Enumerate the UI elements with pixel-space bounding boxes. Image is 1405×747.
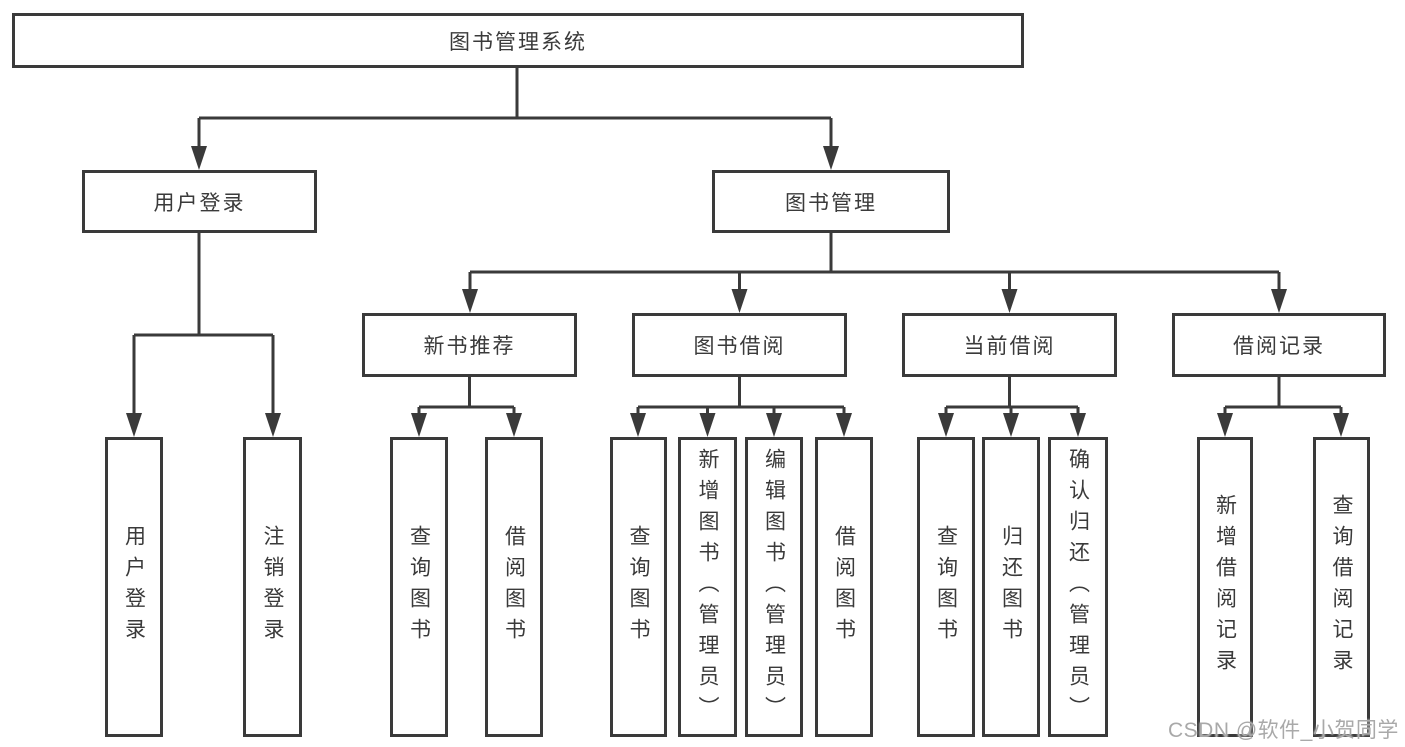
- leaf-borrow-books-borrowing: 借阅图书: [815, 437, 873, 737]
- leaf-confirm-return-admin: 确认归还（管理员）: [1048, 437, 1108, 737]
- leaf-query-borrow-record: 查询借阅记录: [1313, 437, 1370, 737]
- connector-new-book-recommendation: [411, 377, 522, 437]
- leaf-user-login: 用户登录: [105, 437, 163, 737]
- node-root: 图书管理系统: [12, 13, 1024, 68]
- arrowhead-icon: [191, 146, 207, 170]
- leaf-edit-book-admin-label: 编辑图书（管理员）: [762, 447, 786, 727]
- node-book-borrowing: 图书借阅: [632, 313, 847, 377]
- connector-book-borrowing: [630, 377, 852, 437]
- connector-root: [191, 68, 839, 170]
- arrowhead-icon: [1001, 289, 1018, 313]
- leaf-query-borrow-record-label: 查询借阅记录: [1330, 494, 1353, 680]
- leaf-query-books-current-label: 查询图书: [934, 525, 958, 649]
- arrowhead-icon: [506, 413, 522, 437]
- node-book-management: 图书管理: [712, 170, 950, 233]
- leaf-user-login-label: 用户登录: [122, 525, 146, 649]
- csdn-watermark: CSDN @软件_小贺同学: [1168, 719, 1399, 742]
- leaf-query-books-current: 查询图书: [917, 437, 975, 737]
- arrowhead-icon: [1271, 289, 1287, 313]
- leaf-add-borrow-record-label: 新增借阅记录: [1213, 494, 1237, 680]
- node-root-label: 图书管理系统: [449, 30, 587, 54]
- leaf-borrow-books-borrowing-label: 借阅图书: [832, 525, 856, 649]
- leaf-logout: 注销登录: [243, 437, 302, 737]
- leaf-add-borrow-record: 新增借阅记录: [1197, 437, 1253, 737]
- node-user-login: 用户登录: [82, 170, 317, 233]
- arrowhead-icon: [126, 413, 142, 437]
- leaf-confirm-return-admin-label: 确认归还（管理员）: [1066, 447, 1090, 727]
- arrowhead-icon: [630, 413, 646, 437]
- leaf-add-book-admin-label: 新增图书（管理员）: [696, 447, 719, 727]
- node-current-borrowing: 当前借阅: [902, 313, 1117, 377]
- arrowhead-icon: [731, 289, 748, 313]
- leaf-return-books-label: 归还图书: [999, 525, 1023, 649]
- arrowhead-icon: [462, 289, 478, 313]
- leaf-query-books-recommend: 查询图书: [390, 437, 448, 737]
- leaf-borrow-books-recommend-label: 借阅图书: [502, 525, 526, 649]
- arrowhead-icon: [823, 146, 839, 170]
- leaf-borrow-books-recommend: 借阅图书: [485, 437, 543, 737]
- leaf-edit-book-admin: 编辑图书（管理员）: [745, 437, 803, 737]
- leaf-add-book-admin: 新增图书（管理员）: [678, 437, 737, 737]
- node-book-management-label: 图书管理: [785, 191, 877, 215]
- arrowhead-icon: [265, 413, 281, 437]
- arrowhead-icon: [1217, 413, 1233, 437]
- node-book-borrowing-label: 图书借阅: [693, 335, 786, 358]
- leaf-logout-label: 注销登录: [261, 525, 284, 649]
- connector-user-login: [126, 233, 281, 437]
- arrowhead-icon: [836, 413, 852, 437]
- arrowhead-icon: [1070, 413, 1086, 437]
- node-current-borrowing-label: 当前借阅: [963, 335, 1056, 358]
- arrowhead-icon: [938, 413, 954, 437]
- connector-book-management: [462, 233, 1287, 313]
- node-user-login-label: 用户登录: [153, 191, 246, 215]
- leaf-return-books: 归还图书: [982, 437, 1040, 737]
- leaf-query-books-borrowing: 查询图书: [610, 437, 667, 737]
- arrowhead-icon: [699, 413, 716, 437]
- leaf-query-books-recommend-label: 查询图书: [407, 525, 431, 649]
- node-borrowing-records-label: 借阅记录: [1233, 335, 1325, 358]
- connector-current-borrowing: [938, 377, 1086, 437]
- node-new-book-recommendation-label: 新书推荐: [423, 335, 516, 358]
- arrowhead-icon: [1003, 413, 1019, 437]
- arrowhead-icon: [766, 413, 782, 437]
- node-new-book-recommendation: 新书推荐: [362, 313, 577, 377]
- arrowhead-icon: [411, 413, 427, 437]
- connector-borrowing-records: [1217, 377, 1349, 437]
- node-borrowing-records: 借阅记录: [1172, 313, 1386, 377]
- arrowhead-icon: [1333, 413, 1349, 437]
- leaf-query-books-borrowing-label: 查询图书: [627, 525, 650, 649]
